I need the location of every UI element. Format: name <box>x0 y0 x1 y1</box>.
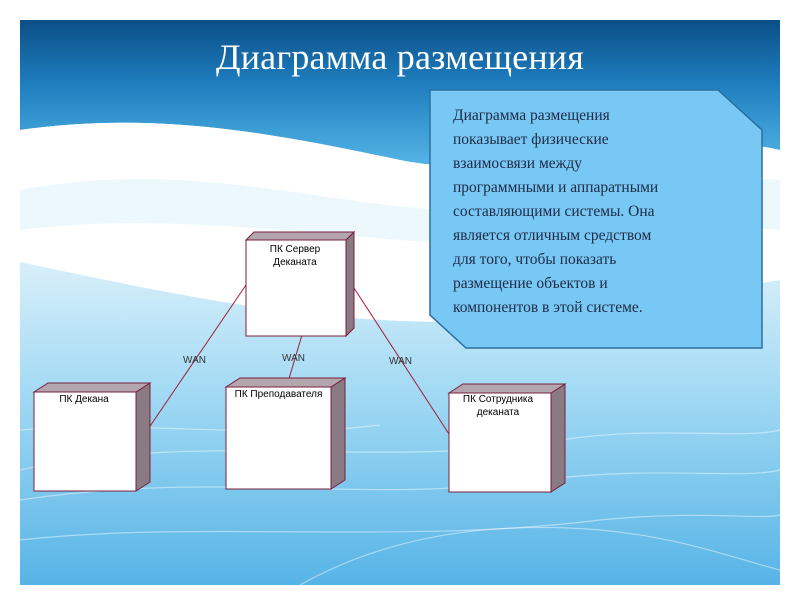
callout-line: для того, чтобы показать <box>453 251 617 268</box>
callout-line: размещение объектов и <box>453 275 608 292</box>
connector-server-dean-label: WAN <box>183 355 206 366</box>
callout-line: Диаграмма размещения <box>453 107 610 124</box>
node-dean-label: ПК Декана <box>44 393 124 406</box>
connector-server-staff <box>351 284 450 435</box>
node-teacher <box>224 377 347 490</box>
callout-line: программными и аппаратными <box>453 179 659 196</box>
node-teacher-label: ПК Преподавателя <box>226 388 331 401</box>
node-dean-label-line-1: ПК Декана <box>59 394 109 405</box>
callout-line: показывает физические <box>453 131 609 148</box>
callout-line: составляющими системы. Она <box>453 203 655 220</box>
node-server-label-line-1: ПК Сервер <box>269 244 321 255</box>
callout-text: Диаграмма размещения показывает физическ… <box>453 104 743 320</box>
node-teacher-label-line-1: ПК Преподавателя <box>234 389 323 400</box>
connector-server-staff-label: WAN <box>389 356 412 367</box>
node-server <box>244 230 356 338</box>
node-staff-label: ПК Сотрудника деканата <box>453 393 543 419</box>
callout-line: компонентов в этой системе. <box>453 299 643 316</box>
connector-server-dean <box>141 284 247 439</box>
slide-title: Диаграмма размещения <box>215 37 585 77</box>
node-staff-label-line-1: ПК Сотрудника <box>462 394 534 405</box>
node-dean <box>32 382 152 492</box>
node-staff <box>447 383 567 493</box>
node-server-label-line-2: Деканата <box>273 257 317 268</box>
callout-box <box>429 89 763 349</box>
node-server-label: ПК Сервер Деканата <box>250 243 340 269</box>
callout-line: взаимосвязи между <box>453 155 583 172</box>
connector-server-teacher-label: WAN <box>282 353 305 364</box>
callout-line: является отличным средством <box>453 227 652 244</box>
node-staff-label-line-2: деканата <box>476 407 520 418</box>
connector-server-teacher <box>287 334 303 383</box>
